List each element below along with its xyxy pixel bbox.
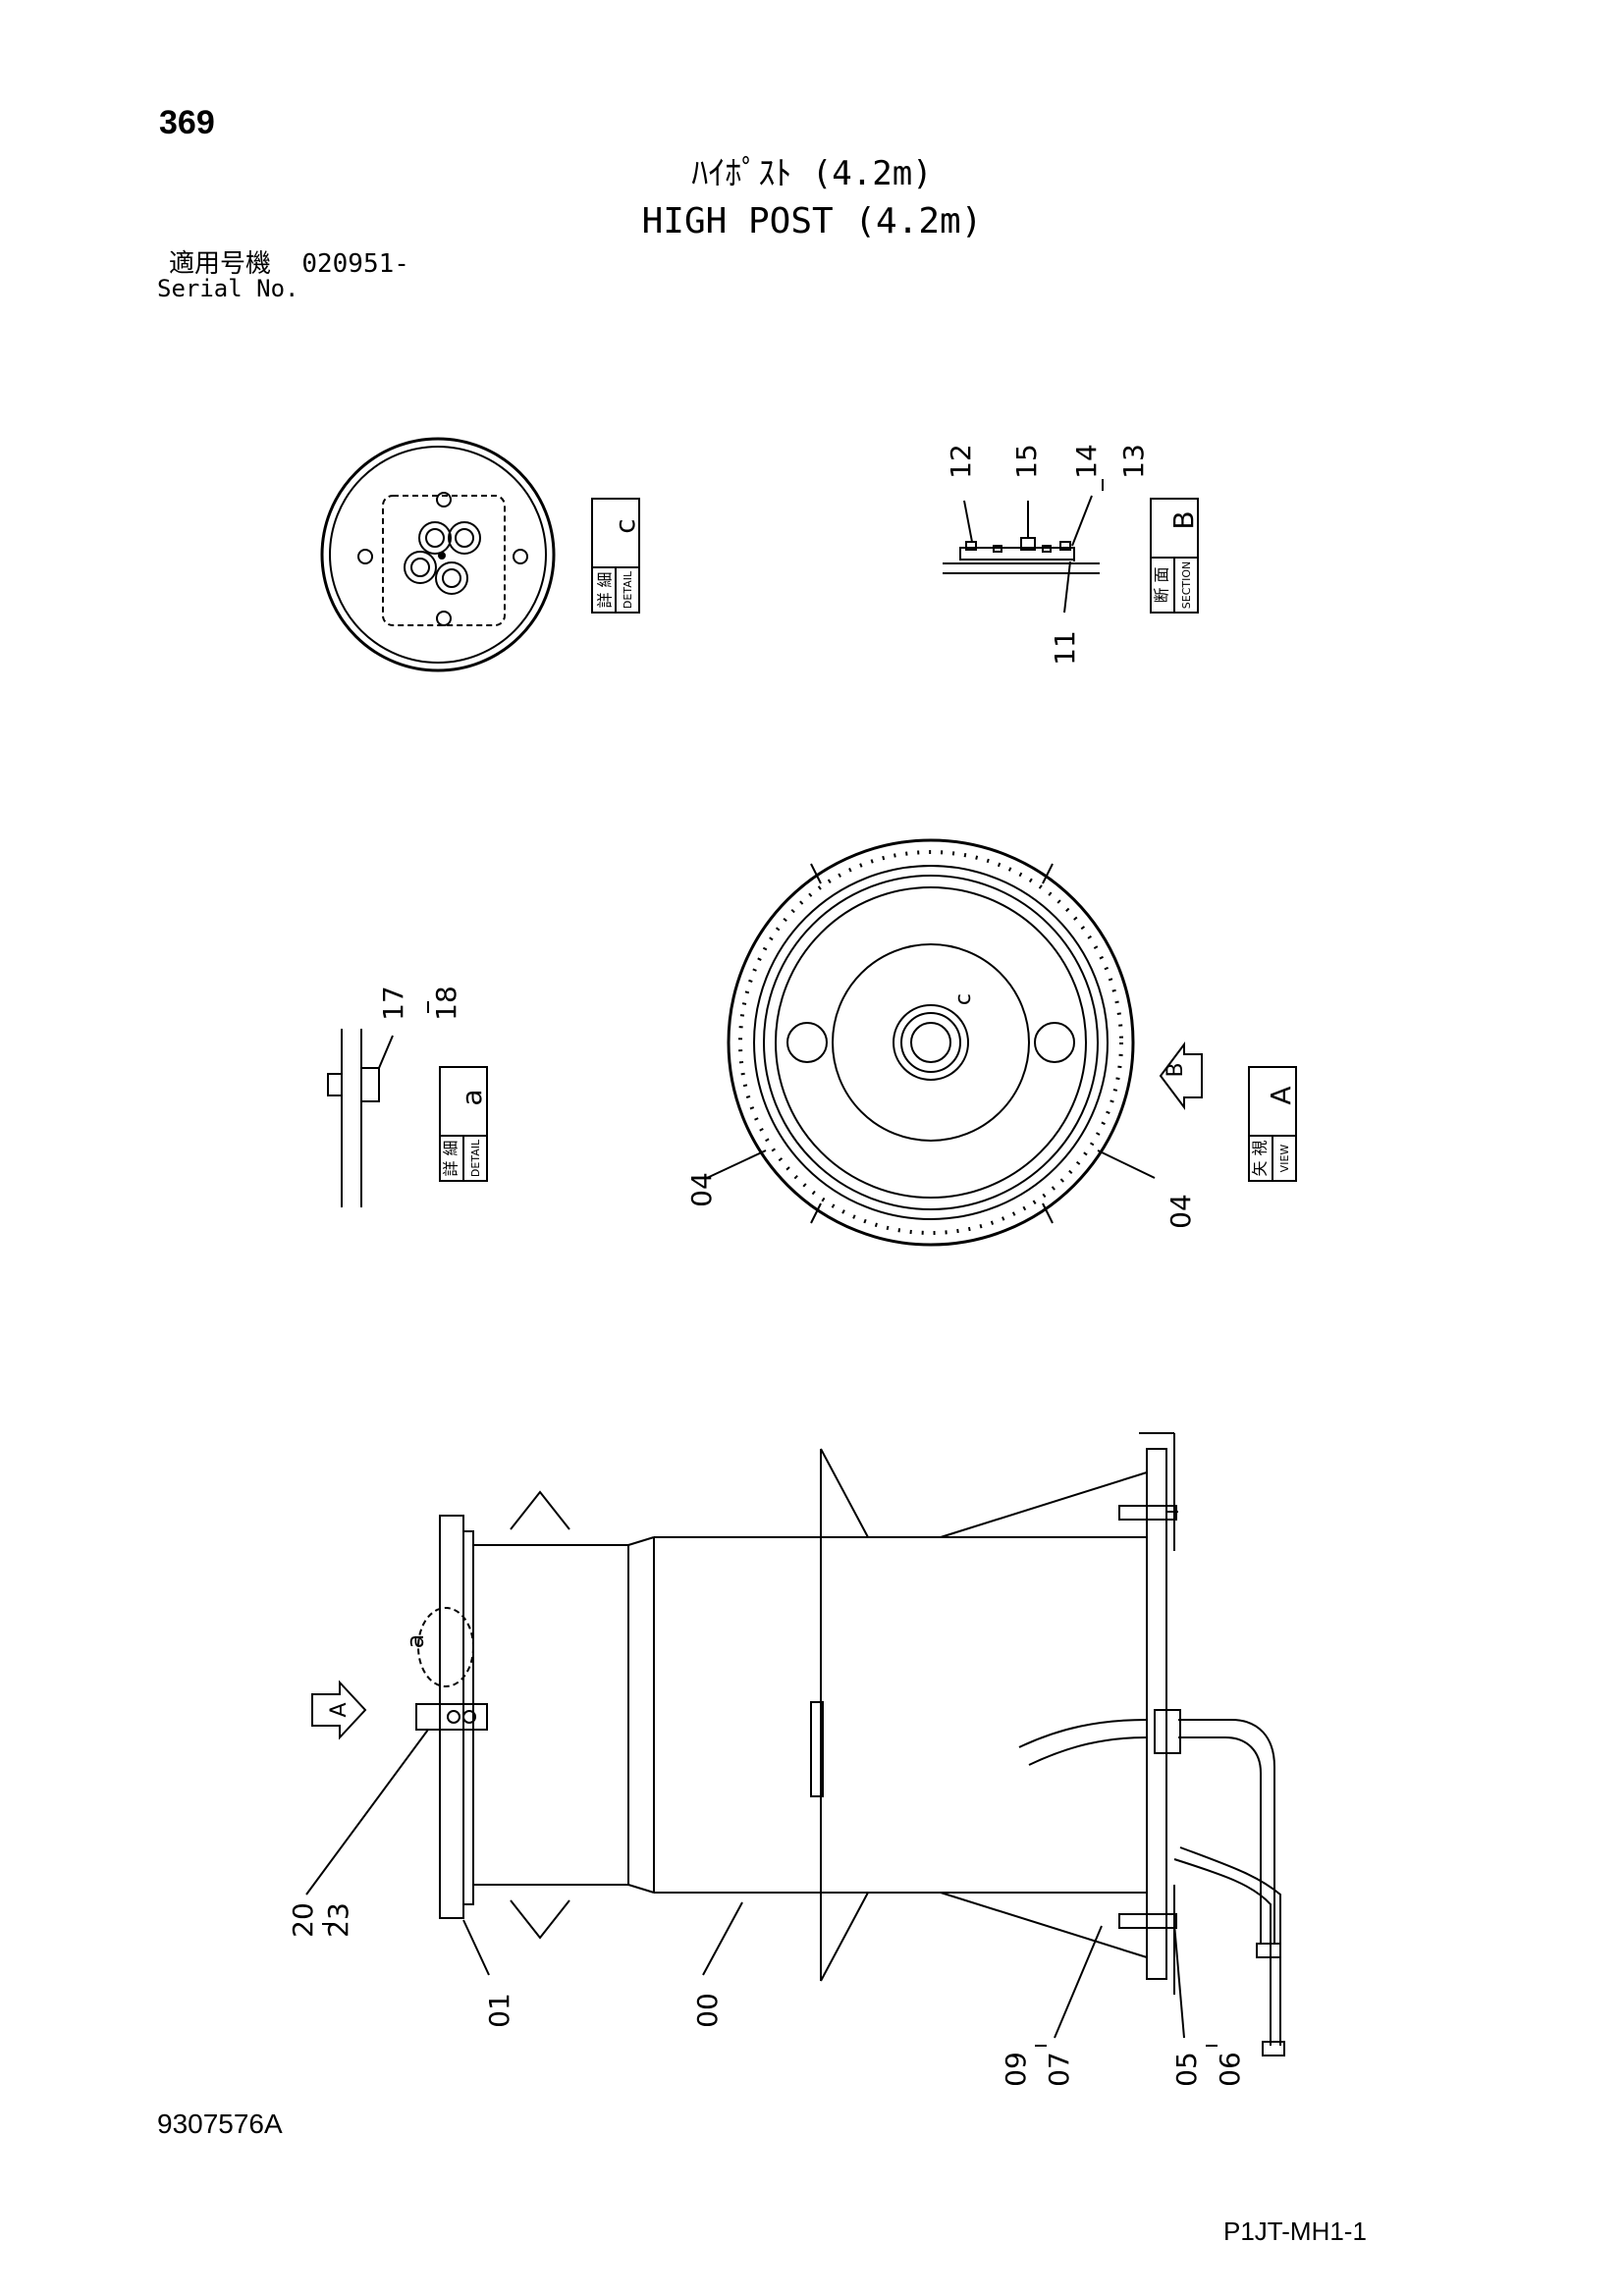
callout-13: 13 bbox=[1117, 444, 1150, 479]
title-english: HIGH POST (4.2m) bbox=[641, 201, 983, 241]
callout-12: 12 bbox=[945, 444, 977, 479]
section-b-drawing bbox=[943, 495, 1100, 614]
plan-marker-c: c bbox=[951, 993, 976, 1005]
callout-15: 15 bbox=[1010, 444, 1043, 479]
callout-17: 17 bbox=[377, 986, 409, 1021]
drawing-number: 9307576A bbox=[157, 2109, 283, 2139]
callout-23: 23 bbox=[322, 1902, 354, 1938]
section-b-letter: B bbox=[1167, 510, 1200, 529]
callout-18: 18 bbox=[430, 986, 462, 1021]
elevation-drawing bbox=[305, 1432, 1285, 2056]
view-a-arrow: A bbox=[311, 1680, 367, 1740]
section-b-en: SECTION bbox=[1180, 561, 1193, 609]
serial-label-jp: 適用号機 bbox=[169, 249, 272, 279]
view-a-letter: A bbox=[1265, 1086, 1297, 1104]
callout-00: 00 bbox=[691, 1993, 724, 2028]
callout-06: 06 bbox=[1214, 2052, 1246, 2087]
callout-14: 14 bbox=[1070, 444, 1103, 479]
view-b-arrow: B bbox=[1159, 1041, 1203, 1110]
callout-01: 01 bbox=[483, 1993, 515, 2028]
detail-c-jp: 詳 細 bbox=[596, 571, 615, 608]
callout-11: 11 bbox=[1049, 630, 1081, 666]
detail-c-en: DETAIL bbox=[622, 570, 634, 609]
serial-label-english: Serial No. bbox=[157, 275, 299, 302]
detail-a-drawing bbox=[327, 1029, 394, 1207]
view-a-en: VIEW bbox=[1278, 1145, 1291, 1173]
callout-09: 09 bbox=[1000, 2052, 1032, 2087]
elevation-marker-a: a bbox=[402, 1634, 429, 1649]
section-b-label-box: B 断 面 SECTION bbox=[1150, 498, 1200, 614]
detail-a-letter: a bbox=[456, 1089, 488, 1105]
view-a-arrow-letter: A bbox=[327, 1702, 352, 1717]
detail-c-letter: c bbox=[609, 518, 641, 533]
detail-a-en: DETAIL bbox=[469, 1139, 482, 1177]
detail-c-label-box: c 詳 細 DETAIL bbox=[591, 498, 641, 614]
callout-04-right: 04 bbox=[1164, 1194, 1197, 1229]
detail-a-jp: 詳 細 bbox=[442, 1140, 460, 1176]
callout-20: 20 bbox=[287, 1902, 319, 1938]
view-a-label-box: A 矢 視 VIEW bbox=[1248, 1066, 1297, 1182]
callout-07: 07 bbox=[1043, 2052, 1075, 2087]
serial-value: 020951- bbox=[301, 249, 409, 279]
callout-04-left: 04 bbox=[685, 1172, 718, 1207]
detail-a-label-box: a 詳 細 DETAIL bbox=[439, 1066, 488, 1182]
callout-05: 05 bbox=[1170, 2052, 1203, 2087]
section-b-jp: 断 面 bbox=[1153, 566, 1171, 603]
view-a-jp: 矢 視 bbox=[1251, 1140, 1270, 1176]
serial-label-japanese: 適用号機 020951- bbox=[169, 251, 409, 277]
view-a-plan-drawing bbox=[706, 838, 1156, 1247]
detail-c-drawing bbox=[320, 437, 556, 672]
view-b-arrow-letter: B bbox=[1164, 1062, 1188, 1077]
title-japanese: ﾊｲﾎﾟｽﾄ (4.2m) bbox=[691, 154, 933, 193]
sheet-code: P1JT-MH1-1 bbox=[1223, 2216, 1367, 2246]
page-number: 369 bbox=[159, 104, 215, 141]
